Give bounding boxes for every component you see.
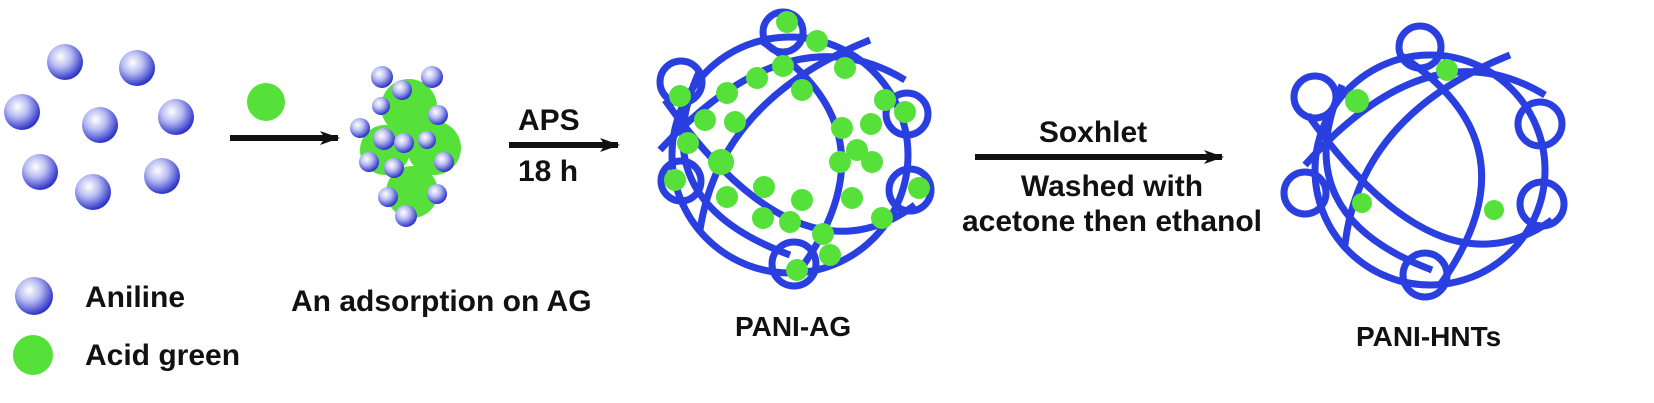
adsorbed-cluster xyxy=(350,66,461,227)
acid-green-dot xyxy=(247,83,285,121)
acid-green-dot xyxy=(831,117,853,139)
aniline-sphere xyxy=(22,154,58,190)
acid-green-dot xyxy=(779,211,801,233)
pani-hnts-caption: PANI-HNTs xyxy=(1356,321,1501,352)
acetone-ethanol-label: acetone then ethanol xyxy=(962,205,1262,238)
legend-aniline-icon xyxy=(15,277,53,315)
aps-label: APS xyxy=(518,104,580,137)
polymer-loop xyxy=(1395,22,1445,72)
aniline-sphere xyxy=(371,66,393,88)
soxhlet-label: Soxhlet xyxy=(1039,116,1147,149)
aniline-sphere xyxy=(392,80,412,100)
acid-green-dot xyxy=(846,139,868,161)
aniline-sphere xyxy=(4,94,40,130)
acid-green-dot xyxy=(716,186,738,208)
polymer-arc xyxy=(1322,83,1434,274)
acid-green-dot xyxy=(752,207,774,229)
pani-ag-structure xyxy=(656,8,935,290)
aniline-sphere xyxy=(427,184,447,204)
acid-green-dot xyxy=(841,187,863,209)
aniline-sphere xyxy=(75,174,111,210)
acid-green-dot xyxy=(829,151,851,173)
polymer-loop xyxy=(1399,249,1451,301)
legend-acid-green-label: Acid green xyxy=(85,339,240,372)
aniline-sphere xyxy=(373,128,395,150)
acid-green-dot xyxy=(812,223,834,245)
pani-ag-caption: PANI-AG xyxy=(735,311,851,342)
aniline-sphere xyxy=(384,158,404,178)
acid-green-dot xyxy=(1345,89,1369,113)
polymer-loop xyxy=(768,238,820,290)
aniline-sphere xyxy=(350,118,370,138)
acid-green-dot xyxy=(894,101,916,123)
polymer-loop xyxy=(657,157,705,205)
acid-green-dot xyxy=(746,67,768,89)
legend: Aniline Acid green xyxy=(13,277,240,375)
aniline-sphere xyxy=(119,50,155,86)
washed-with-label: Washed with xyxy=(1021,170,1203,203)
acid-green-dot xyxy=(708,149,734,175)
acid-green-dot xyxy=(791,189,813,211)
legend-aniline-label: Aniline xyxy=(85,281,185,314)
acid-green-dot xyxy=(871,207,893,229)
polymer-loop xyxy=(882,89,932,139)
aniline-sphere xyxy=(158,99,194,135)
aniline-sphere xyxy=(372,97,390,115)
aniline-cluster xyxy=(4,44,194,210)
acid-green-dot xyxy=(908,177,930,199)
legend-acid-green-icon xyxy=(13,335,53,375)
aniline-sphere xyxy=(421,66,443,88)
acid-green-dot xyxy=(753,176,775,198)
acid-green-dot xyxy=(1352,193,1372,213)
acid-green-dot xyxy=(860,113,882,135)
acid-green-dot xyxy=(724,111,746,133)
acid-green-dot xyxy=(1436,59,1458,81)
aniline-sphere xyxy=(82,107,118,143)
acid-green-dot xyxy=(786,259,808,281)
acid-green-dot xyxy=(806,30,828,52)
acid-green-dot xyxy=(664,169,686,191)
acid-green-dot xyxy=(874,89,896,111)
time-label: 18 h xyxy=(518,155,578,188)
polymer-arc xyxy=(1341,51,1512,246)
aniline-sphere xyxy=(359,152,379,172)
acid-green-dot xyxy=(1484,200,1504,220)
polymer-arc xyxy=(1398,52,1485,288)
polymer-loop xyxy=(1290,72,1340,122)
acid-green-dot xyxy=(834,57,856,79)
acid-green-dot xyxy=(791,79,813,101)
acid-green-dot xyxy=(716,82,738,104)
aniline-sphere xyxy=(428,105,448,125)
adsorption-caption: An adsorption on AG xyxy=(291,285,592,318)
acid-green-dot xyxy=(677,132,699,154)
acid-green-dot xyxy=(861,151,883,173)
aniline-sphere xyxy=(47,44,83,80)
acid-green-particle xyxy=(386,166,438,218)
polymer-loop xyxy=(1514,98,1566,150)
polymer-loop xyxy=(885,165,935,215)
aniline-sphere xyxy=(418,131,436,149)
polymer-loop xyxy=(1516,178,1568,230)
pani-ag-green-dots xyxy=(664,11,930,281)
acid-green-dot xyxy=(819,244,841,266)
polymer-arc xyxy=(1305,112,1555,248)
acid-green-dot xyxy=(669,85,691,107)
aniline-sphere xyxy=(144,158,180,194)
aniline-sphere xyxy=(434,152,454,172)
acid-green-dot xyxy=(776,11,798,33)
aniline-sphere xyxy=(395,205,417,227)
acid-green-dot xyxy=(772,55,794,77)
polymer-ring-outer xyxy=(1311,51,1549,289)
acid-green-dot xyxy=(694,109,716,131)
aniline-sphere xyxy=(394,133,414,153)
polymer-loop xyxy=(1280,168,1330,218)
pani-hnts-structure xyxy=(1280,22,1568,301)
pani-hnts-green-dots xyxy=(1345,59,1504,220)
aniline-sphere xyxy=(378,187,398,207)
